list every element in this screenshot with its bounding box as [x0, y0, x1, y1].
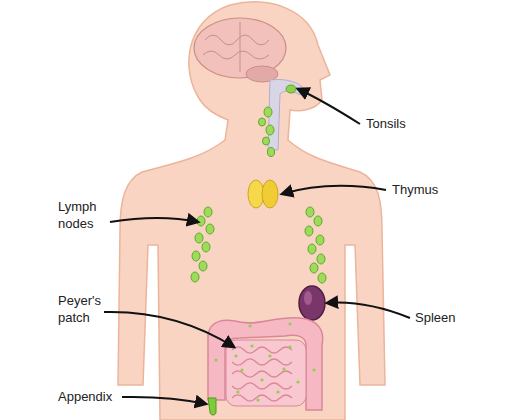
- axillary-lymph-nodes: [314, 216, 322, 226]
- intestines: [236, 390, 239, 393]
- intestines: [268, 354, 271, 357]
- axillary-lymph-nodes: [206, 224, 214, 234]
- intestines: [256, 398, 259, 401]
- intestines: [260, 378, 263, 381]
- axillary-lymph-nodes: [316, 235, 324, 245]
- neck-lymph-nodes: [268, 148, 275, 157]
- leader-arrows: [110, 218, 198, 222]
- intestines: [232, 347, 292, 401]
- leader-arrows: [104, 312, 234, 347]
- axillary-lymph-nodes: [317, 254, 325, 264]
- axillary-lymph-nodes: [318, 273, 326, 283]
- intestines: [282, 367, 285, 370]
- axillary-lymph-nodes: [195, 233, 203, 243]
- intestines: [240, 368, 243, 371]
- brain: [203, 22, 269, 72]
- intestines: [312, 368, 315, 371]
- axillary-lymph-nodes: [191, 272, 199, 282]
- axillary-lymph-nodes: [305, 226, 313, 236]
- axillary-lymph-nodes: [199, 261, 207, 271]
- axillary-lymph-nodes: [202, 242, 210, 252]
- intestines: [248, 324, 251, 327]
- axillary-lymph-nodes: [192, 251, 200, 261]
- intestines: [208, 318, 323, 410]
- spleen-organ: [299, 286, 325, 320]
- intestines: [226, 340, 306, 406]
- intestines: [214, 322, 315, 401]
- callout-label: Tonsils: [366, 115, 406, 132]
- axillary-lymph-nodes: [308, 244, 316, 254]
- neck-lymph-nodes: [266, 125, 274, 135]
- tonsil-tissue: [286, 85, 296, 93]
- intestines: [214, 358, 217, 361]
- intestines: [208, 318, 323, 410]
- axillary-lymph-nodes: [204, 207, 212, 217]
- spleen-organ: [304, 291, 312, 305]
- leader-arrows: [104, 89, 410, 404]
- neck-lymph-nodes: [264, 107, 272, 117]
- appendix-organ: [208, 398, 216, 415]
- axillary-lymph-nodes: [306, 207, 314, 217]
- neck-lymph-nodes: [259, 118, 266, 126]
- axillary-lymph-nodes: [197, 216, 205, 226]
- intestines: [288, 322, 291, 325]
- body-silhouette: [118, 2, 385, 420]
- callout-label: Thymus: [392, 181, 438, 198]
- intestines: [250, 344, 253, 347]
- spleen-organ: [299, 286, 325, 320]
- intestines: [296, 380, 299, 383]
- axillary-lymph-nodes: [310, 263, 318, 273]
- thymus-organ: [248, 180, 278, 208]
- callout-label: Spleen: [415, 309, 455, 326]
- intestines: [234, 354, 237, 357]
- leader-arrows: [298, 89, 360, 124]
- leader-arrows: [327, 303, 410, 318]
- callout-label: Lymph nodes: [58, 198, 108, 232]
- leader-arrows: [122, 397, 206, 404]
- brain: [194, 18, 286, 82]
- body-silhouette: [118, 2, 385, 420]
- neck-lymph-nodes: [259, 107, 275, 157]
- callout-label: Appendix: [58, 388, 112, 405]
- intestines: [276, 390, 279, 393]
- intestines: [288, 345, 291, 348]
- neck-lymph-nodes: [263, 137, 270, 145]
- tonsil-tissue: [286, 85, 296, 93]
- leader-arrows: [282, 186, 386, 194]
- axillary-lymph-nodes: [191, 207, 326, 283]
- appendix-organ: [208, 398, 216, 415]
- callout-label: Peyer's patch: [58, 292, 110, 326]
- thymus-organ: [262, 180, 278, 208]
